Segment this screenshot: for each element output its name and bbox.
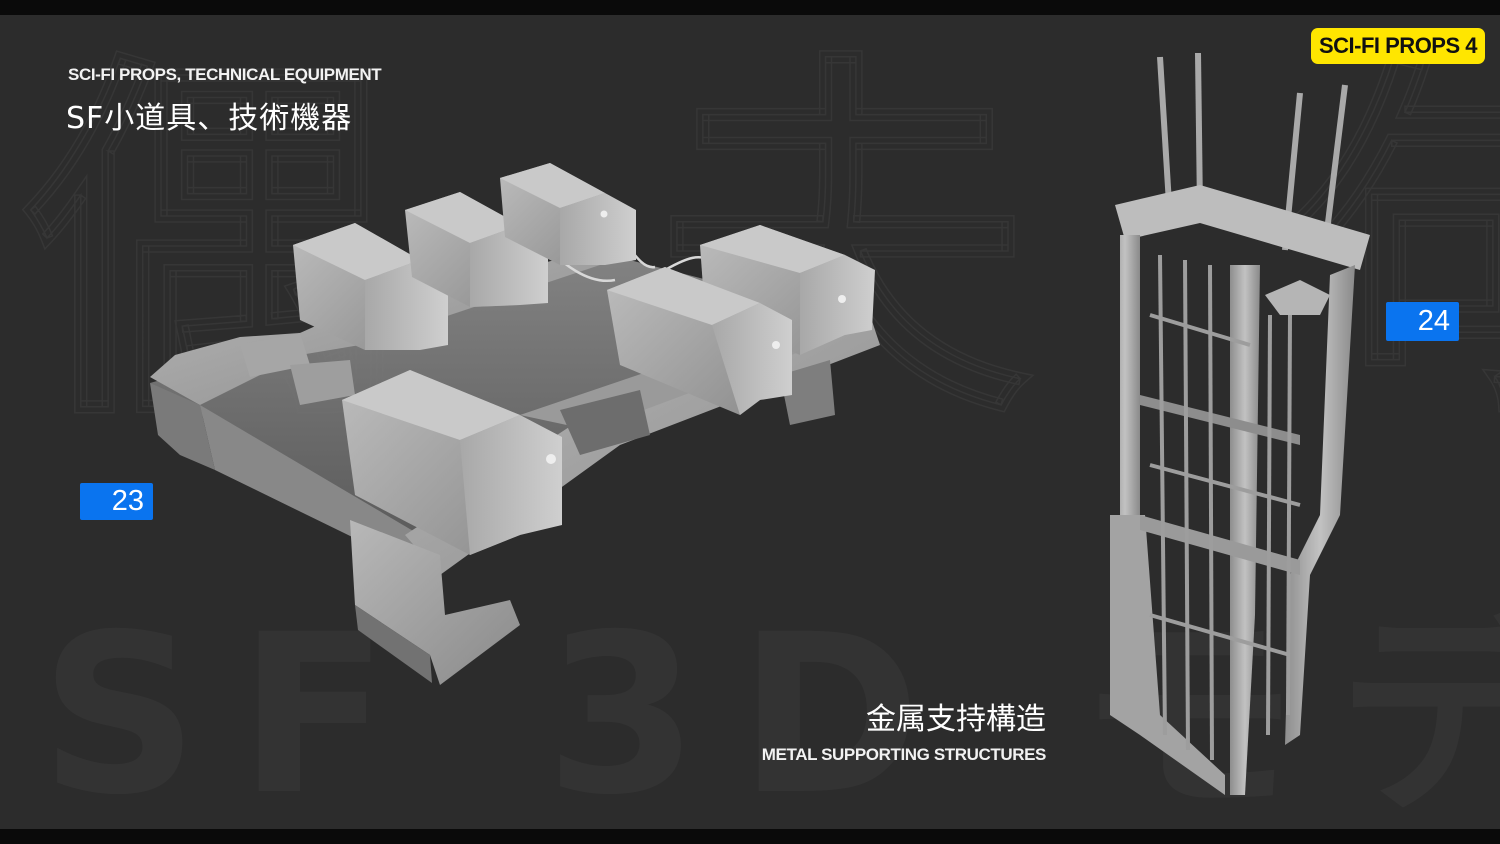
header-title-en: SCI-FI PROPS, TECHNICAL EQUIPMENT	[68, 65, 382, 84]
battery-box-6	[342, 370, 562, 555]
support-frame-body	[1110, 185, 1370, 795]
header-title-jp: SF小道具、技術機器	[66, 101, 353, 136]
item-number-23: 23	[80, 483, 153, 520]
model-24-support-frame	[1110, 52, 1370, 795]
model-23-chassis	[150, 163, 880, 685]
support-frame-inner-bars	[1149, 254, 1301, 761]
slide-panel: 偶 夫 句 SF 3D モデル	[0, 15, 1500, 829]
battery-box-3	[500, 163, 636, 265]
item-number-24: 24	[1386, 302, 1459, 341]
caption-en: METAL SUPPORTING STRUCTURES	[761, 745, 1047, 764]
battery-box-5	[607, 267, 792, 415]
series-badge: SCI-FI PROPS 4	[1311, 28, 1485, 64]
caption-jp: 金属支持構造	[866, 702, 1046, 737]
